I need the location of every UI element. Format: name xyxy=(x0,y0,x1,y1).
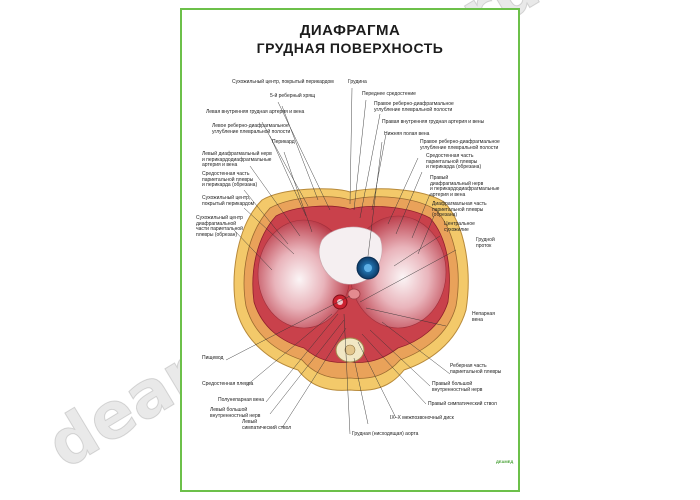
label-mediastinal-pleura-left: Средостенная часть париетальной плевры и… xyxy=(202,171,258,189)
label-central-tendon: Центральное сухожилие xyxy=(444,221,475,233)
label-left-phrenic-nerve: Левый диафрагмальный нерв и перикардодиа… xyxy=(202,151,272,169)
label-right-costodiaphragmatic-1: Правое реберно-диафрагмальное углубление… xyxy=(374,101,454,113)
label-right-costodiaphragmatic-2: Правое реберно-диафрагмальное углубление… xyxy=(420,139,500,151)
label-tendon-pleura: Сухожильный центр диафрагмальной части п… xyxy=(196,215,243,238)
label-mediastinal-pleura: Средостенная плевра xyxy=(202,381,254,387)
label-diaphragmatic-pleura: Диафрагмальная часть париетальной плевры… xyxy=(432,201,487,219)
poster-frame: ДИАФРАГМА ГРУДНАЯ ПОВЕРХНОСТЬ xyxy=(180,8,520,492)
label-costal-pleura: Реберная часть париетальной плевры xyxy=(450,363,502,375)
label-anterior-mediastinum: Переднее средостение xyxy=(362,91,416,97)
poster-title: ДИАФРАГМА xyxy=(299,22,401,39)
label-azygos-vein: Непарная вена xyxy=(472,311,495,323)
diaphragm-illustration xyxy=(225,87,469,435)
label-left-sympathetic-trunk: Левый симпатический ствол xyxy=(242,419,292,431)
label-mediastinal-pleura-right: Средостенная часть париетальной плевры и… xyxy=(426,153,482,171)
label-left-costodiaphragmatic: Левое реберно-диафрагмальное углубление … xyxy=(212,123,291,135)
label-right-internal-thoracic: Правая внутренняя грудная артерия и вены xyxy=(382,119,485,125)
label-tendon-pericardium: Сухожильный центр, покрытый перикардом xyxy=(232,79,334,85)
label-right-sympathetic-trunk: Правый симпатический ствол xyxy=(428,401,497,407)
label-left-internal-thoracic: Левая внутренняя грудная артерия и вена xyxy=(206,109,305,115)
label-ivc: Нижняя полая вена xyxy=(384,131,430,137)
label-right-phrenic-nerve: Правый диафрагмальный нерв и перикардоди… xyxy=(430,175,500,198)
brand-logo: ДЕАМЕД xyxy=(496,459,514,464)
spinal-canal xyxy=(344,344,356,356)
label-sternum: Грудина xyxy=(348,79,367,85)
label-thoracic-aorta: Грудная (нисходящая) аорта xyxy=(352,431,419,437)
label-right-greater-splanchnic: Правый большой внутренностный нерв xyxy=(432,381,483,393)
label-intervertebral-disc: IX–X межпозвоночный диск xyxy=(390,415,454,421)
poster-subtitle: ГРУДНАЯ ПОВЕРХНОСТЬ xyxy=(256,40,444,56)
label-left-greater-splanchnic: Левый большой внутренностный нерв xyxy=(210,407,261,419)
label-pericardium: Перикард xyxy=(272,139,295,145)
label-5th-costal-cartilage: 5-й реберный хрящ xyxy=(270,93,316,99)
label-thoracic-duct: Грудной проток xyxy=(476,237,495,249)
label-esophagus: Пищевод xyxy=(202,355,224,361)
esophagus xyxy=(347,288,361,300)
leader-lines xyxy=(225,87,457,435)
label-tendon-pericardium-2: Сухожильный центр, покрытый перикардом xyxy=(202,195,255,207)
label-hemiazygos-vein: Полунепарная вена xyxy=(218,397,265,403)
